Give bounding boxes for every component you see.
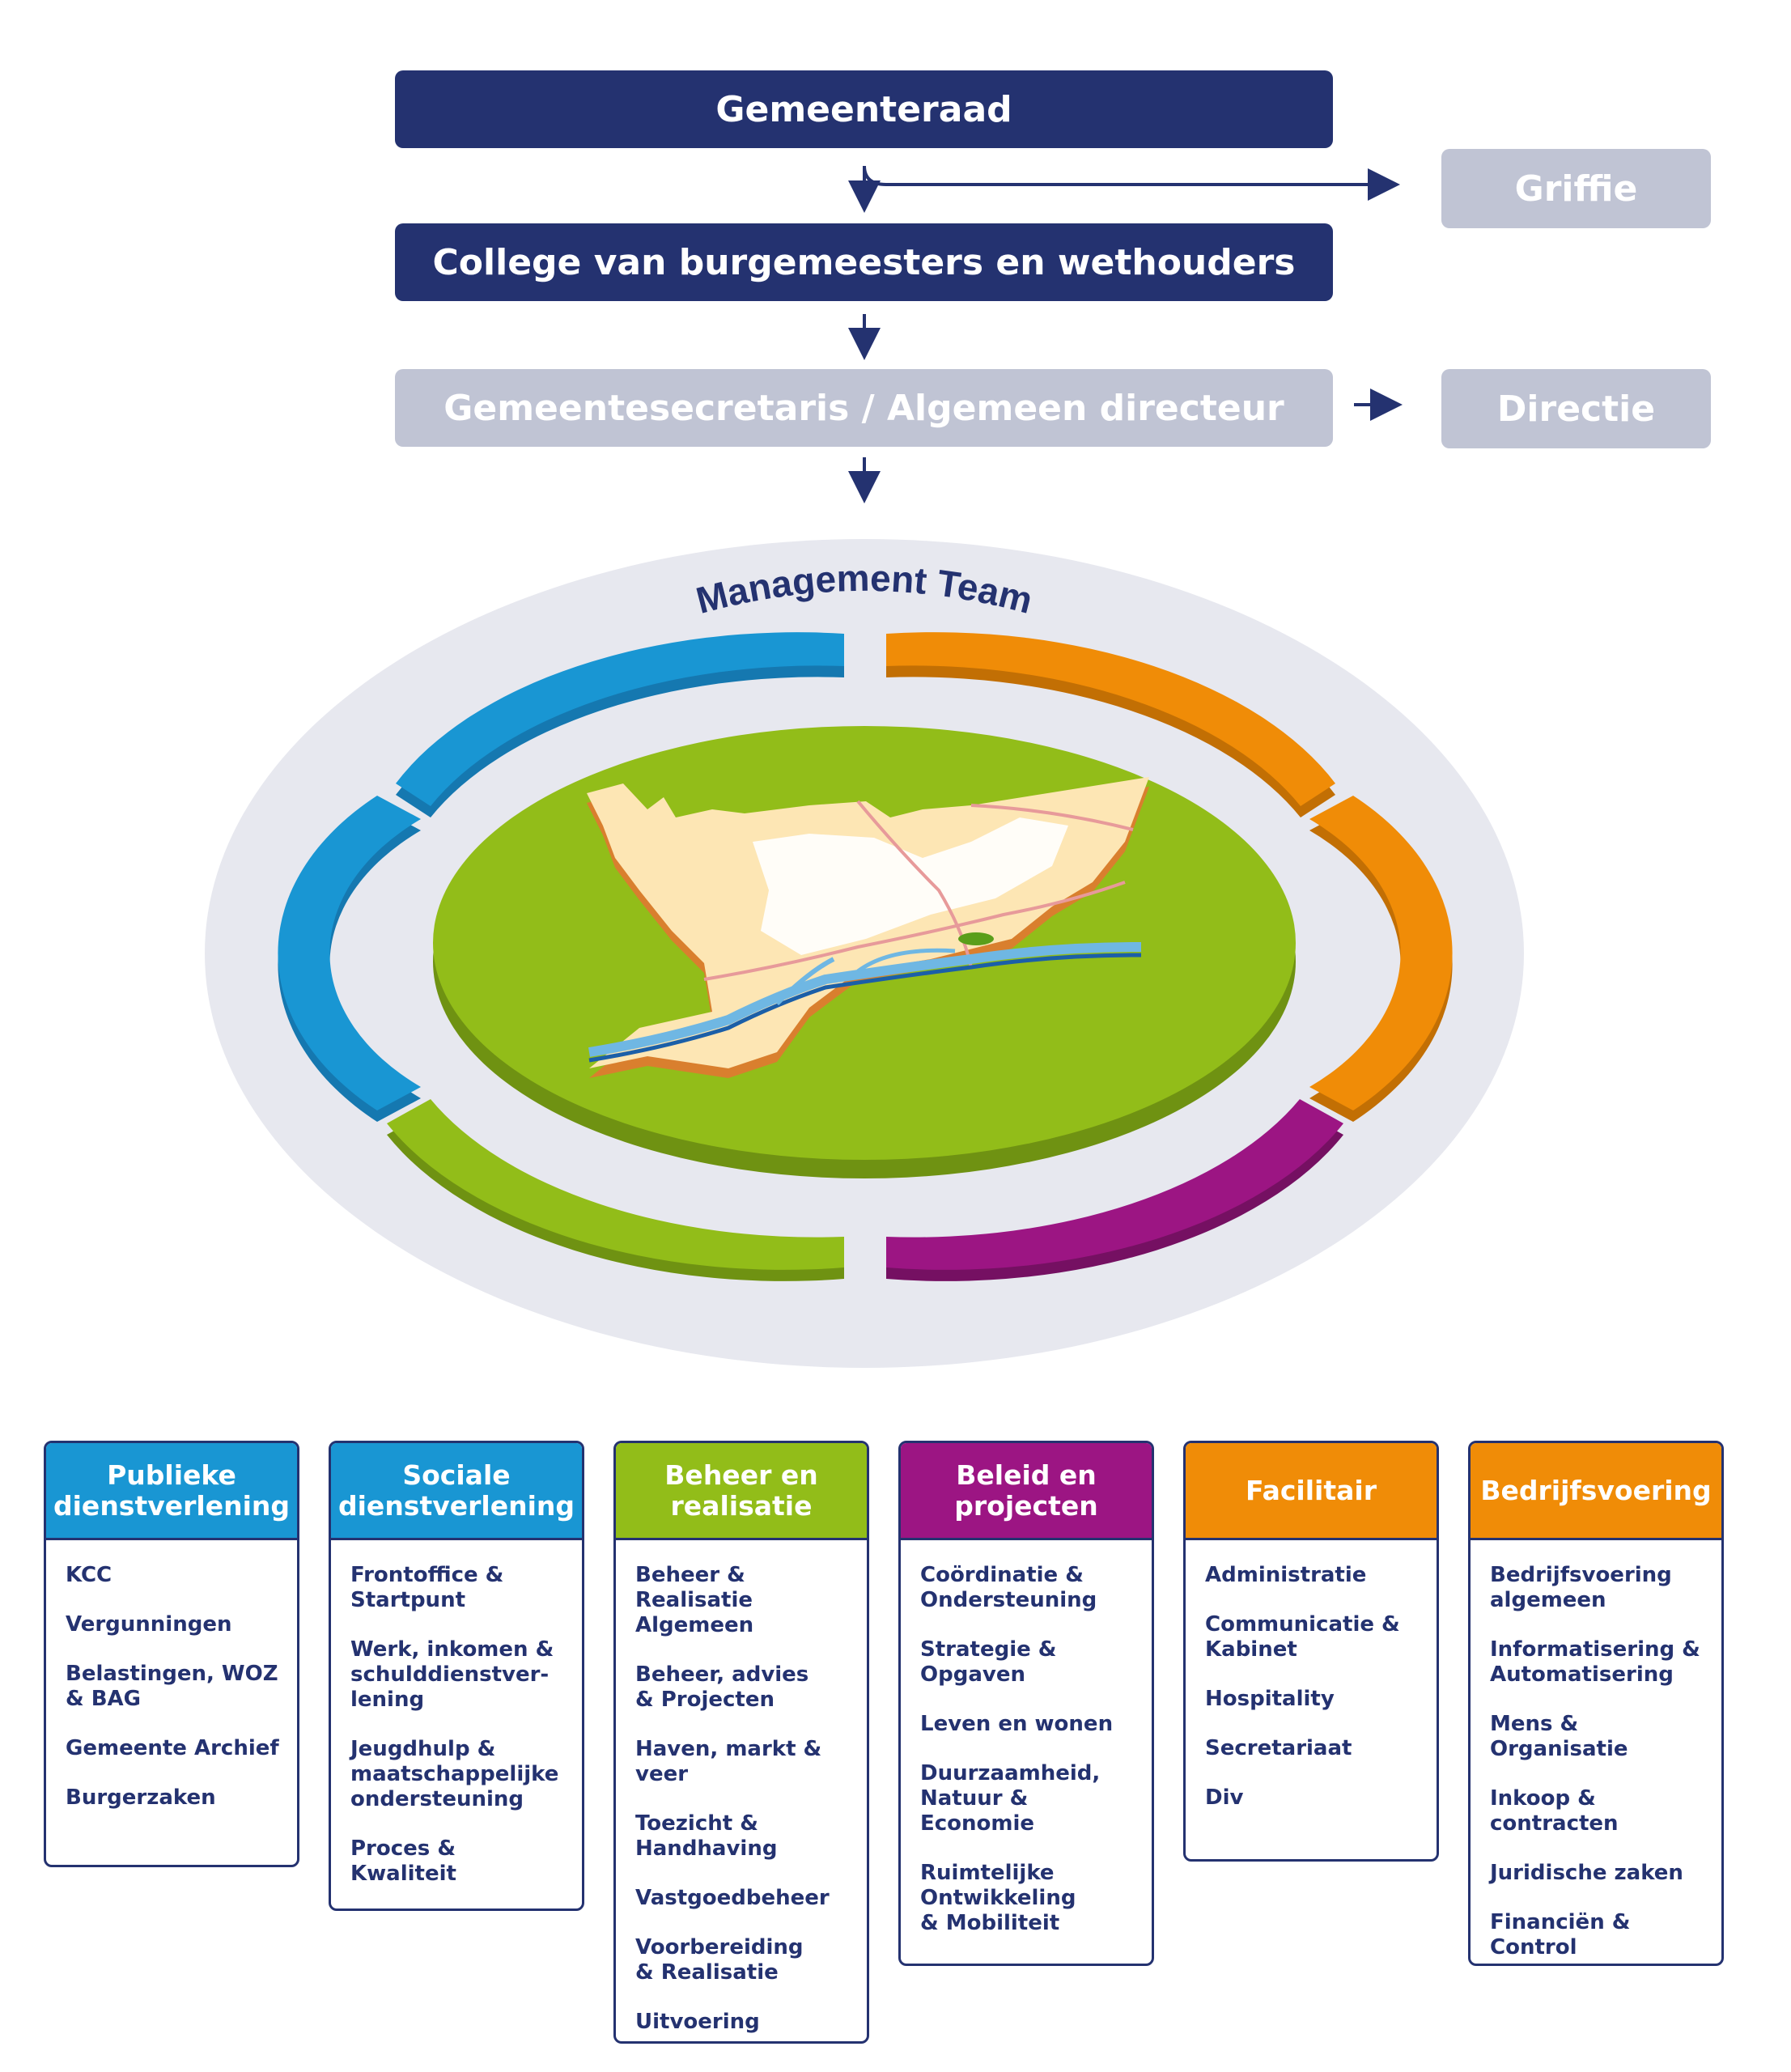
department-title: Beleid en projecten xyxy=(901,1443,1152,1540)
secretary-box[interactable]: Gemeentesecretaris / Algemeen directeur xyxy=(395,369,1333,447)
list-item: Voorbereiding & Realisatie xyxy=(635,1935,804,1985)
arrow-council-to-registry xyxy=(863,165,1400,201)
department-list: Administratie Communicatie & Kabinet Hos… xyxy=(1186,1540,1437,1851)
list-item: Uitvoering xyxy=(635,2010,760,2034)
secretary-label: Gemeentesecretaris / Algemeen directeur xyxy=(444,387,1284,429)
connector-arrows xyxy=(848,165,1403,503)
list-item: Duurzaamheid, Natuur & Economie xyxy=(920,1761,1101,1836)
list-item: Burgerzaken xyxy=(66,1785,216,1810)
college-label: College van burgemeesters en wethouders xyxy=(432,241,1296,283)
council-label: Gemeenteraad xyxy=(715,88,1012,130)
list-item: Communicatie & Kabinet xyxy=(1205,1612,1400,1662)
council-box[interactable]: Gemeenteraad xyxy=(395,70,1333,148)
department-list: Coördinatie & Ondersteuning Strategie & … xyxy=(901,1540,1152,1964)
segment-blue-top xyxy=(396,632,844,806)
department-list: Bedrijfsvoering algemeen Informatisering… xyxy=(1471,1540,1721,1964)
department-title: Facilitair xyxy=(1186,1443,1437,1540)
list-item: Juridische zaken xyxy=(1490,1861,1683,1885)
segment-purple-bottom xyxy=(886,1099,1343,1270)
list-item: Frontoffice & Startpunt xyxy=(350,1563,504,1612)
department-title: Sociale dienstverlening xyxy=(331,1443,582,1540)
segment-blue-left xyxy=(278,796,421,1110)
department-title: Beheer en realisatie xyxy=(616,1443,867,1540)
department-list: Frontoffice & Startpunt Werk, inkomen & … xyxy=(331,1540,582,1909)
directorate-label: Directie xyxy=(1496,388,1656,430)
list-item: Vergunningen xyxy=(66,1612,232,1637)
department-card-sociale[interactable]: Sociale dienstverlening Frontoffice & St… xyxy=(329,1441,584,1911)
list-item: Strategie & Opgaven xyxy=(920,1637,1057,1687)
list-item: Toezicht & Handhaving xyxy=(635,1811,778,1861)
registry-box[interactable]: Griffie xyxy=(1441,149,1711,228)
list-item: KCC xyxy=(66,1563,112,1587)
list-item: Inkoop & contracten xyxy=(1490,1786,1619,1836)
list-item: Ruimtelijke Ontwikkeling & Mobiliteit xyxy=(920,1861,1076,1935)
registry-label: Griffie xyxy=(1514,168,1638,210)
list-item: Mens & Organisatie xyxy=(1490,1712,1628,1761)
list-item: Belastingen, WOZ & BAG xyxy=(66,1662,278,1711)
list-item: Administratie xyxy=(1205,1563,1367,1587)
college-box[interactable]: College van burgemeesters en wethouders xyxy=(395,223,1333,301)
list-item: Haven, markt & veer xyxy=(635,1737,822,1786)
department-list: KCC Vergunningen Belastingen, WOZ & BAG … xyxy=(46,1540,297,1851)
list-item: Informatisering & Automatisering xyxy=(1490,1637,1700,1687)
department-title: Bedrijfsvoering xyxy=(1471,1443,1721,1540)
department-list: Beheer & Realisatie Algemeen Beheer, adv… xyxy=(616,1540,867,2041)
segment-orange-right xyxy=(1309,796,1453,1110)
department-card-beleid[interactable]: Beleid en projecten Coördinatie & Onders… xyxy=(898,1441,1154,1966)
list-item: Werk, inkomen & schulddienstver- lening xyxy=(350,1637,554,1712)
department-title: Publieke dienstverlening xyxy=(46,1443,297,1540)
department-card-bedrijfsvoering[interactable]: Bedrijfsvoering Bedrijfsvoering algemeen… xyxy=(1468,1441,1724,1966)
list-item: Proces & Kwaliteit xyxy=(350,1836,456,1886)
department-card-publieke[interactable]: Publieke dienstverlening KCC Vergunninge… xyxy=(44,1441,299,1867)
list-item: Gemeente Archief xyxy=(66,1736,279,1760)
list-item: Jeugdhulp & maatschappelijke ondersteuni… xyxy=(350,1737,559,1811)
segment-green-bottom xyxy=(387,1099,844,1270)
segment-orange-top xyxy=(886,632,1335,806)
list-item: Div xyxy=(1205,1785,1244,1810)
list-item: Leven en wonen xyxy=(920,1712,1114,1736)
list-item: Financiën & Control xyxy=(1490,1910,1631,1959)
department-card-beheer[interactable]: Beheer en realisatie Beheer & Realisatie… xyxy=(613,1441,869,2044)
list-item: Hospitality xyxy=(1205,1687,1335,1711)
list-item: Beheer & Realisatie Algemeen xyxy=(635,1563,754,1637)
directorate-box[interactable]: Directie xyxy=(1441,369,1711,448)
list-item: Vastgoedbeheer xyxy=(635,1886,830,1910)
list-item: Coördinatie & Ondersteuning xyxy=(920,1563,1097,1612)
municipality-map xyxy=(587,777,1149,1078)
list-item: Beheer, advies & Projecten xyxy=(635,1662,809,1712)
list-item: Secretariaat xyxy=(1205,1736,1352,1760)
ring-segments xyxy=(278,632,1453,1281)
department-card-facilitair[interactable]: Facilitair Administratie Communicatie & … xyxy=(1183,1441,1439,1862)
list-item: Bedrijfsvoering algemeen xyxy=(1490,1563,1672,1612)
